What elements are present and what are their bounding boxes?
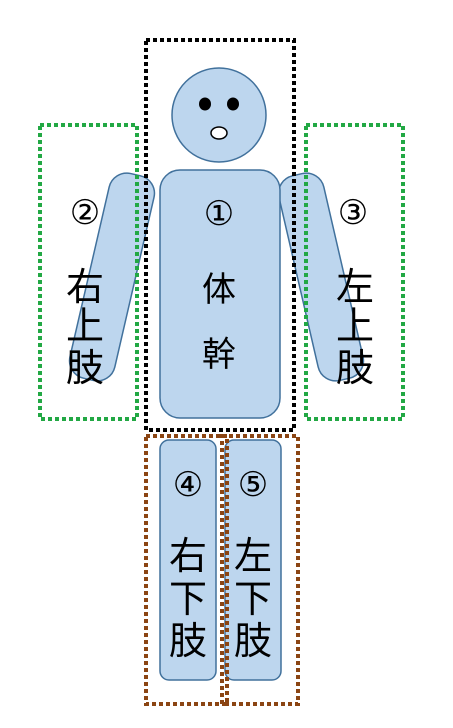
mouth: [210, 126, 228, 140]
right-lower-limb-number: ④: [172, 465, 204, 505]
right-eye: [227, 97, 239, 111]
trunk-frame: [144, 38, 296, 432]
left-upper-limb-char-2: 上: [335, 304, 374, 348]
left-lower-limb-char-3: 肢: [233, 619, 272, 663]
left-lower-limb-char-2: 下: [233, 577, 272, 621]
left-arm-shape: [277, 172, 365, 382]
left-upper-limb-char-3: 肢: [335, 346, 374, 390]
head-shape: [171, 67, 267, 163]
left-upper-limb-char-1: 左: [335, 265, 374, 309]
trunk-shape: [159, 169, 281, 419]
trunk-char-1: 体: [202, 270, 236, 310]
left-eye: [199, 97, 211, 111]
right-upper-limb-char-2: 上: [65, 304, 104, 348]
right-lower-limb-frame: [144, 434, 229, 706]
right-upper-limb-number: ②: [69, 193, 101, 233]
right-lower-limb-char-2: 下: [168, 577, 207, 621]
right-upper-limb-char-1: 右: [65, 265, 104, 309]
left-lower-limb-char-1: 左: [233, 534, 272, 578]
left-upper-limb-number: ③: [337, 193, 369, 233]
left-lower-limb-number: ⑤: [237, 465, 269, 505]
left-lower-limb-frame: [220, 434, 300, 706]
right-arm-shape: [68, 172, 156, 382]
right-leg-shape: [159, 439, 217, 681]
right-lower-limb-char-3: 肢: [168, 619, 207, 663]
trunk-number: ①: [203, 194, 235, 234]
right-upper-limb-char-3: 肢: [65, 346, 104, 390]
trunk-char-2: 幹: [202, 335, 236, 375]
right-lower-limb-char-1: 右: [168, 534, 207, 578]
